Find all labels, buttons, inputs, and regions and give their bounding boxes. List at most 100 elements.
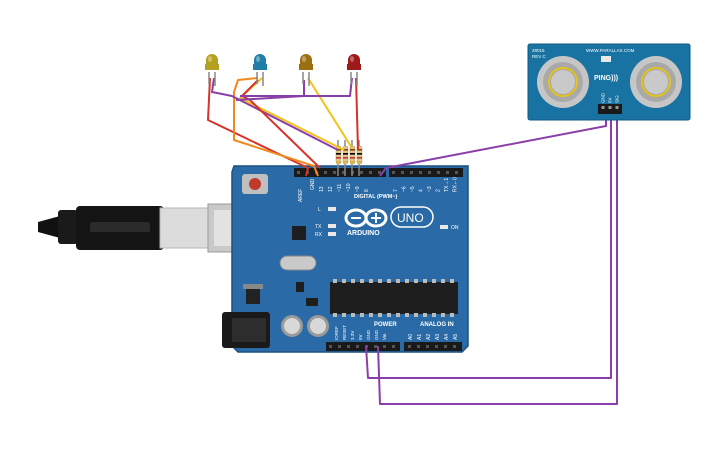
analog-header bbox=[404, 342, 462, 351]
chip-pin bbox=[423, 313, 427, 317]
header-hole[interactable] bbox=[444, 345, 447, 348]
sensor-brand-url: WWW.PARALLAX.COM bbox=[586, 48, 635, 53]
header-hole[interactable] bbox=[369, 171, 372, 174]
crystal bbox=[279, 255, 317, 271]
header-hole[interactable] bbox=[392, 345, 395, 348]
header-hole[interactable] bbox=[360, 171, 363, 174]
sensor-pin-label: SIG bbox=[615, 95, 620, 103]
wire-red-gnd bbox=[207, 77, 309, 177]
chip-pin bbox=[396, 279, 400, 283]
chip-pin bbox=[360, 279, 364, 283]
power-pin-label: GND bbox=[374, 329, 379, 340]
header-hole[interactable] bbox=[428, 171, 431, 174]
header-hole[interactable] bbox=[417, 345, 420, 348]
header-hole[interactable] bbox=[378, 171, 381, 174]
chip-pin bbox=[369, 313, 373, 317]
chip-pin bbox=[387, 279, 391, 283]
power-pin-label: 3.3V bbox=[350, 331, 355, 340]
on-led bbox=[440, 225, 448, 229]
header-hole[interactable] bbox=[338, 345, 341, 348]
digital-pin-label: ~10 bbox=[346, 183, 352, 192]
sensor-pin[interactable] bbox=[608, 106, 612, 109]
chip-pin bbox=[369, 279, 373, 283]
digital-pin-label: 4 bbox=[419, 189, 425, 192]
sensor-pin[interactable] bbox=[615, 106, 619, 109]
chip-pin bbox=[450, 279, 454, 283]
header-hole[interactable] bbox=[401, 171, 404, 174]
analog-pin-label: A3 bbox=[435, 334, 441, 340]
digital-pin-label: ~3 bbox=[427, 186, 433, 192]
wire-orange bbox=[233, 77, 319, 177]
header-hole[interactable] bbox=[392, 171, 395, 174]
power-label: POWER bbox=[374, 322, 397, 328]
chip-pin bbox=[441, 279, 445, 283]
digital-pin-label: RX←0 bbox=[453, 177, 459, 192]
sensor-pin[interactable] bbox=[601, 106, 605, 109]
header-hole[interactable] bbox=[426, 345, 429, 348]
tx-led-label: TX bbox=[315, 224, 322, 230]
header-hole[interactable] bbox=[324, 171, 327, 174]
digital-pin-label: 2 bbox=[436, 189, 442, 192]
chip-pin bbox=[333, 279, 337, 283]
arduino-logo-text: ARDUINO bbox=[347, 230, 380, 237]
chip-pin bbox=[342, 279, 346, 283]
chip-pin bbox=[351, 313, 355, 317]
analog-pin-label: A2 bbox=[426, 334, 432, 340]
digital-pin-label: 12 bbox=[328, 186, 334, 192]
sensor-pin-label: GND bbox=[601, 92, 606, 103]
header-hole[interactable] bbox=[453, 345, 456, 348]
arduino-logo-icon bbox=[344, 208, 388, 228]
uno-badge bbox=[390, 206, 434, 228]
header-hole[interactable] bbox=[333, 171, 336, 174]
header-hole[interactable] bbox=[374, 345, 377, 348]
header-hole[interactable] bbox=[455, 171, 458, 174]
sensor-revision: REV C bbox=[532, 54, 547, 59]
digital-pin-label: TX→1 bbox=[444, 178, 450, 192]
digital-header-right bbox=[389, 168, 463, 177]
wire-red-led4 bbox=[355, 77, 359, 151]
digital-header-left bbox=[294, 168, 386, 177]
wire-red-led2 bbox=[241, 79, 321, 169]
chip-pin bbox=[441, 313, 445, 317]
digital-pin-label: ~6 bbox=[402, 186, 408, 192]
header-hole[interactable] bbox=[297, 171, 300, 174]
analog-pin-label: A4 bbox=[444, 334, 450, 340]
aref-label: AREF bbox=[298, 189, 304, 202]
header-hole[interactable] bbox=[410, 171, 413, 174]
power-pin-label: IOREF bbox=[334, 326, 339, 340]
power-pin-label: Vin bbox=[382, 333, 387, 340]
sensor-part-number: 28015 bbox=[532, 48, 545, 53]
wire-sensor-5v bbox=[365, 120, 612, 379]
led-2 bbox=[254, 54, 266, 66]
voltage-regulator bbox=[246, 288, 260, 304]
chip-pin bbox=[414, 279, 418, 283]
header-hole[interactable] bbox=[437, 171, 440, 174]
header-hole[interactable] bbox=[356, 345, 359, 348]
header-hole[interactable] bbox=[435, 345, 438, 348]
chip-pin bbox=[342, 313, 346, 317]
power-pin-label: RESET bbox=[342, 325, 347, 340]
reset-button-cap[interactable] bbox=[249, 178, 261, 190]
header-hole[interactable] bbox=[408, 345, 411, 348]
chip-pin bbox=[360, 313, 364, 317]
analog-pin-label: A1 bbox=[417, 334, 423, 340]
chip-pin bbox=[405, 279, 409, 283]
chip-pin bbox=[351, 279, 355, 283]
wire-yellow-led3 bbox=[307, 77, 353, 149]
header-hole[interactable] bbox=[329, 345, 332, 348]
usb-chip bbox=[292, 226, 306, 240]
header-hole[interactable] bbox=[383, 345, 386, 348]
header-hole[interactable] bbox=[446, 171, 449, 174]
power-header bbox=[326, 342, 400, 351]
analog-pin-label: A0 bbox=[408, 334, 414, 340]
header-hole[interactable] bbox=[342, 171, 345, 174]
digital-pin-label: 8 bbox=[364, 189, 370, 192]
header-hole[interactable] bbox=[347, 345, 350, 348]
led-base bbox=[253, 64, 267, 70]
transducer-right bbox=[630, 56, 682, 108]
analog-pin-label: A5 bbox=[453, 334, 459, 340]
digital-pin-label: 7 bbox=[393, 189, 399, 192]
header-hole[interactable] bbox=[419, 171, 422, 174]
